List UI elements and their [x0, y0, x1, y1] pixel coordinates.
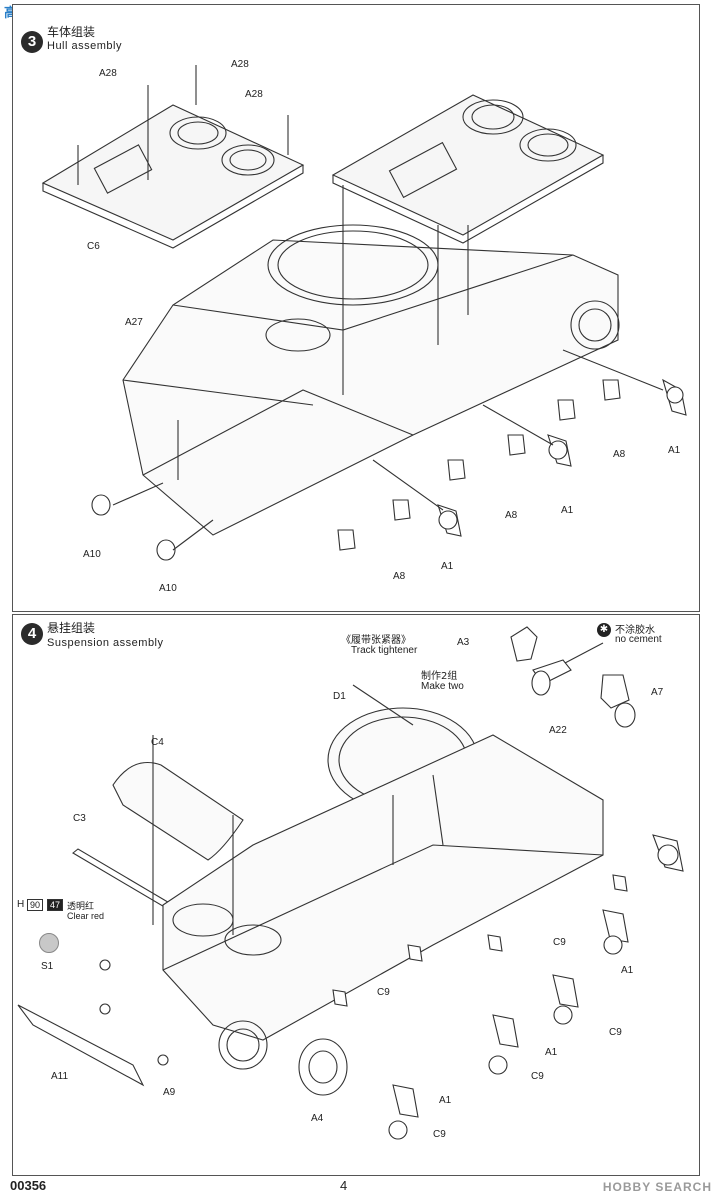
- part-label-c6: C6: [87, 241, 100, 252]
- product-code: 00356: [10, 1178, 47, 1193]
- step-title-cn: 车体组装: [47, 25, 96, 39]
- part-label-a1: A1: [441, 561, 454, 572]
- track-tightener-cn: 《履带张紧器》: [341, 635, 411, 646]
- hull-assembly-panel: 3 车体组装 Hull assembly: [12, 4, 700, 612]
- page-number: 4: [340, 1178, 348, 1193]
- step-number-badge: 4: [21, 623, 43, 645]
- part-label-c9: C9: [433, 1129, 446, 1140]
- part-label-a1: A1: [439, 1095, 452, 1106]
- part-label-a1: A1: [545, 1047, 558, 1058]
- suspension-assembly-drawing: [17, 626, 684, 1140]
- part-label-a22: A22: [549, 725, 567, 736]
- part-label-a8: A8: [613, 449, 626, 460]
- part-label-c4: C4: [151, 737, 164, 748]
- part-label-c3: C3: [73, 813, 86, 824]
- part-label-s1: S1: [41, 961, 54, 972]
- part-label-a28: A28: [245, 89, 263, 100]
- part-label-a28: A28: [231, 59, 249, 70]
- step-title-en: Hull assembly: [47, 40, 122, 52]
- no-cement-cn: 不涂胶水: [615, 625, 655, 636]
- paint-name-cn: 透明红: [67, 902, 95, 912]
- make-two-cn: 制作2组: [421, 671, 458, 682]
- paint-prefix: H: [17, 899, 25, 910]
- suspension-assembly-panel: 4 悬挂组装 Suspension assembly 《履带张紧器》 Track…: [12, 614, 700, 1176]
- part-label-a3: A3: [457, 637, 470, 648]
- watermark-brand: HOBBY SEARCH: [602, 1180, 712, 1194]
- make-two-en: Make two: [421, 681, 464, 692]
- part-label-a1: A1: [668, 445, 681, 456]
- part-label-a7: A7: [651, 687, 664, 698]
- part-label-a1: A1: [561, 505, 574, 516]
- part-label-a28: A28: [99, 68, 117, 79]
- part-label-a11: A11: [51, 1071, 69, 1082]
- step-title-en: Suspension assembly: [47, 637, 164, 649]
- paint-name-en: Clear red: [67, 911, 105, 921]
- part-label-a27: A27: [125, 317, 143, 328]
- part-label-c9: C9: [531, 1071, 544, 1082]
- paint-callout: H 90 47 透明红 Clear red: [17, 899, 127, 959]
- part-label-c9: C9: [609, 1027, 622, 1038]
- part-label-a10: A10: [159, 583, 177, 594]
- part-label-a1: A1: [621, 965, 634, 976]
- step-number-badge: 3: [21, 31, 43, 53]
- part-label-a9: A9: [163, 1087, 176, 1098]
- part-label-a10: A10: [83, 549, 101, 560]
- part-label-d1: D1: [333, 691, 346, 702]
- part-label-a4: A4: [311, 1113, 324, 1124]
- hull-assembly-drawing: [41, 65, 687, 561]
- paint-code-1: 90: [27, 899, 44, 911]
- part-label-c9: C9: [553, 937, 566, 948]
- part-label-c9: C9: [377, 987, 390, 998]
- paint-swatch: [39, 933, 59, 953]
- step-title-cn: 悬挂组装: [47, 621, 96, 635]
- paint-code-2: 47: [47, 899, 64, 911]
- part-label-a8: A8: [393, 571, 406, 582]
- no-cement-icon: ✱: [597, 623, 611, 637]
- track-tightener-en: Track tightener: [351, 645, 418, 656]
- no-cement-en: no cement: [615, 634, 662, 645]
- part-label-a8: A8: [505, 510, 518, 521]
